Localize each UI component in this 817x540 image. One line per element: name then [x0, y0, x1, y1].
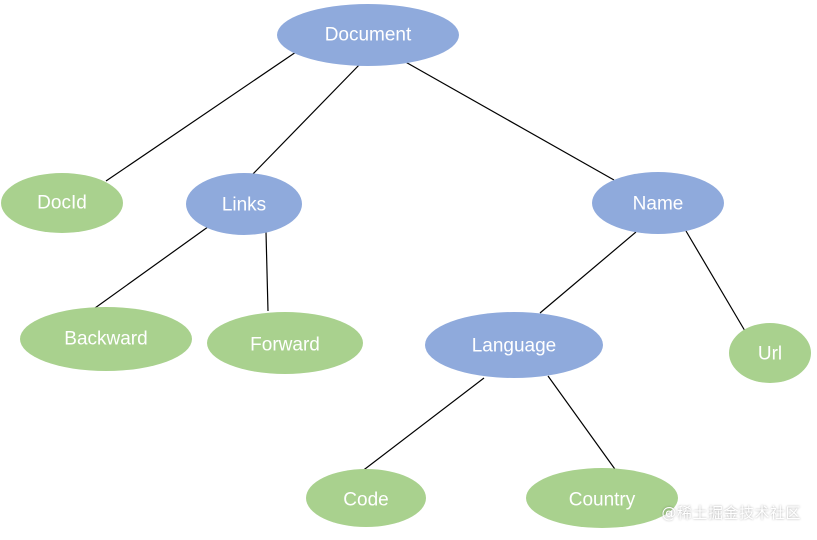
node-document-label: Document	[325, 25, 412, 46]
edge-document-docid	[105, 51, 297, 182]
node-code: Code	[306, 469, 426, 527]
node-links-label: Links	[222, 195, 266, 216]
node-language-label: Language	[472, 336, 557, 357]
node-url: Url	[729, 323, 811, 383]
edge-document-name	[401, 59, 615, 181]
node-name: Name	[592, 172, 724, 234]
nodes: Document DocId Links Name Backward Forwa…	[1, 4, 811, 528]
node-forward-label: Forward	[250, 335, 320, 356]
node-docid-label: DocId	[37, 193, 87, 214]
node-links: Links	[186, 173, 302, 235]
node-code-label: Code	[343, 490, 388, 511]
edge-name-url	[685, 230, 746, 332]
edge-document-links	[251, 61, 363, 176]
node-country-label: Country	[569, 490, 636, 511]
edge-links-forward	[265, 231, 269, 312]
edge-name-language	[539, 231, 637, 314]
node-backward: Backward	[20, 307, 192, 371]
node-url-label: Url	[758, 344, 782, 365]
node-document: Document	[277, 4, 459, 66]
node-backward-label: Backward	[64, 329, 147, 350]
edge-language-code	[360, 377, 485, 473]
edges	[94, 51, 746, 473]
node-forward: Forward	[207, 312, 363, 374]
edge-links-backward	[94, 223, 213, 309]
watermark-text: @稀土掘金技术社区	[661, 504, 801, 522]
node-name-label: Name	[633, 194, 684, 215]
edge-language-country	[547, 375, 618, 473]
node-language: Language	[425, 312, 603, 378]
node-country: Country	[526, 468, 678, 528]
node-docid: DocId	[1, 173, 123, 233]
